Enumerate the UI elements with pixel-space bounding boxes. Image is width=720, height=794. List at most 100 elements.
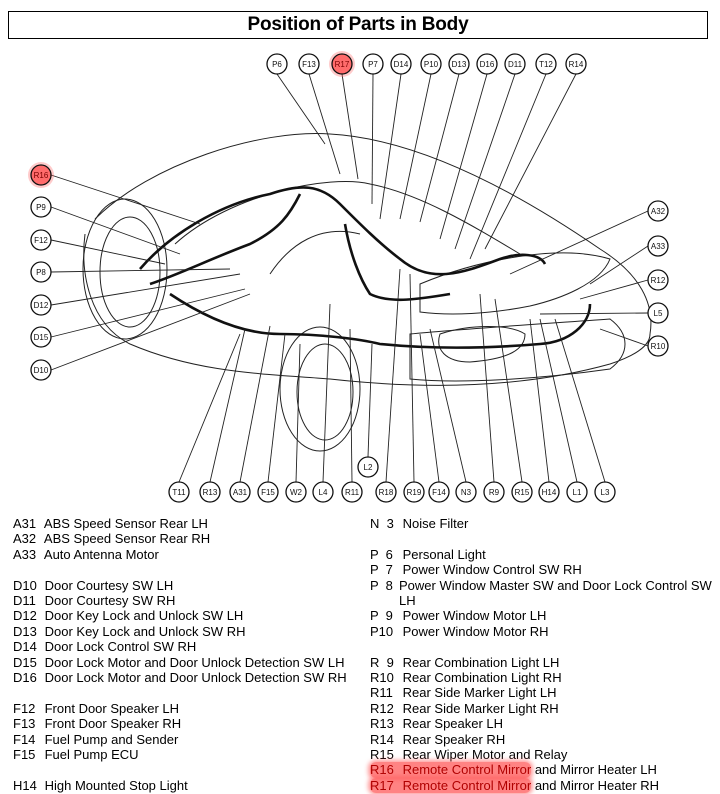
legend-description: Door Courtesy SW RH: [41, 593, 176, 609]
callout-circle: [257, 481, 279, 503]
callout-circle: [375, 481, 397, 503]
callout-circle: [566, 481, 588, 503]
callout-circle: [30, 359, 52, 381]
leader-line: [479, 293, 495, 483]
callout-label: R16: [34, 171, 49, 180]
callout-circle: [298, 53, 320, 75]
callout-circle: [511, 481, 533, 503]
callout-f12: F12: [30, 229, 166, 265]
rear-wheel-arch: [279, 326, 361, 452]
leader-line: [399, 73, 432, 220]
callout-p9: P9: [30, 196, 181, 255]
callout-label: R17: [335, 60, 350, 69]
car-body-outline: [83, 233, 651, 386]
callout-circle: [331, 53, 353, 75]
callout-circle: [428, 481, 450, 503]
legend-description: Rear Side Marker Light RH: [399, 700, 559, 716]
legend-code: R13: [370, 716, 394, 732]
front-wheel-arch: [82, 198, 168, 340]
wire-harness-trunk: [343, 223, 451, 302]
callout-circle: [565, 53, 587, 75]
callout-circle: [266, 53, 288, 75]
leader-line: [469, 73, 547, 260]
callout-label: A32: [651, 207, 666, 216]
callout-circle: [30, 196, 52, 218]
callout-d14: D14: [379, 53, 412, 220]
leader-line: [385, 268, 401, 483]
callout-circle: [455, 481, 477, 503]
leader-line: [539, 312, 649, 315]
legend-code: F14: [13, 731, 36, 747]
leader-line: [308, 73, 341, 175]
callout-label: A33: [651, 242, 666, 251]
callout-r18: R18: [375, 268, 401, 503]
callout-circle: [341, 481, 363, 503]
callout-d10: D10: [30, 293, 251, 381]
callout-label: R13: [203, 488, 218, 497]
legend-item: D13 Door Key Lock and Unlock SW RH: [13, 624, 347, 639]
callout-circle: [312, 481, 334, 503]
leader-line: [371, 73, 374, 205]
legend-description: Power Window Control SW RH: [399, 562, 582, 578]
callout-label: R14: [569, 60, 584, 69]
legend-code: R10: [370, 670, 394, 686]
callout-circle: [594, 481, 616, 503]
leader-line: [239, 325, 271, 483]
legend-description: Front Door Speaker LH: [41, 700, 180, 716]
callout-label: L3: [601, 488, 610, 497]
callout-f15: F15: [257, 333, 286, 503]
callout-circle: [30, 261, 52, 283]
legend-description: ABS Speed Sensor Rear RH: [41, 531, 211, 547]
leader-line: [50, 206, 181, 255]
leader-line: [379, 73, 402, 220]
legend-code: F15: [13, 747, 36, 763]
legend-item: D10 Door Courtesy SW LH: [13, 578, 347, 593]
legend-code: R 9: [370, 654, 394, 670]
leader-line: [579, 279, 649, 300]
legend-description: Rear Speaker LH: [399, 716, 504, 732]
callout-r9: R9: [479, 293, 505, 503]
callout-circle: [362, 53, 384, 75]
legend-item: R 9 Rear Combination Light LH: [370, 655, 719, 670]
callout-t11: T11: [168, 333, 241, 503]
callout-f14: F14: [419, 333, 450, 503]
legend-item: A32 ABS Speed Sensor Rear RH: [13, 531, 347, 546]
callout-h14: H14: [529, 318, 560, 503]
legend-description: Door Key Lock and Unlock SW RH: [41, 623, 246, 639]
leader-line: [50, 273, 241, 306]
callout-r16: R16: [28, 162, 201, 225]
leader-line: [367, 343, 373, 458]
legend-item: A31 ABS Speed Sensor Rear LH: [13, 516, 347, 531]
legend-item: F12 Front Door Speaker LH: [13, 701, 347, 716]
callout-d16: D16: [439, 53, 498, 240]
legend-code: H14: [13, 777, 37, 793]
legend-description: High Mounted Stop Light: [41, 777, 188, 793]
callout-d11: D11: [454, 53, 526, 250]
legend-code: F12: [13, 700, 36, 716]
legend-item: R14 Rear Speaker RH: [370, 732, 719, 747]
legend-code: P 9: [370, 608, 393, 624]
wire-harness-main: [139, 186, 547, 276]
legend-item: R15 Rear Wiper Motor and Relay: [370, 747, 719, 762]
callout-p7: P7: [362, 53, 384, 205]
callout-circle: [168, 481, 190, 503]
legend-description-rest: and Mirror Heater LH: [531, 762, 657, 778]
trunk-lid: [419, 252, 611, 315]
legend-description: Rear Combination Light LH: [399, 654, 560, 670]
legend-description: Door Courtesy SW LH: [41, 577, 174, 593]
callout-r19: R19: [403, 273, 425, 503]
leader-line: [439, 73, 488, 240]
callout-label: L5: [654, 309, 663, 318]
legend-spacer: [13, 562, 347, 577]
callout-a33: A33: [589, 235, 669, 285]
callout-circle: [403, 481, 425, 503]
legend-description: Door Lock Control SW RH: [41, 639, 197, 655]
legend-description: Personal Light: [399, 546, 486, 562]
callout-label: P9: [36, 203, 46, 212]
callout-circle: [483, 481, 505, 503]
callout-p6: P6: [266, 53, 326, 145]
legend-code: R15: [370, 747, 394, 763]
legend-description: Rear Side Marker Light LH: [399, 685, 557, 701]
